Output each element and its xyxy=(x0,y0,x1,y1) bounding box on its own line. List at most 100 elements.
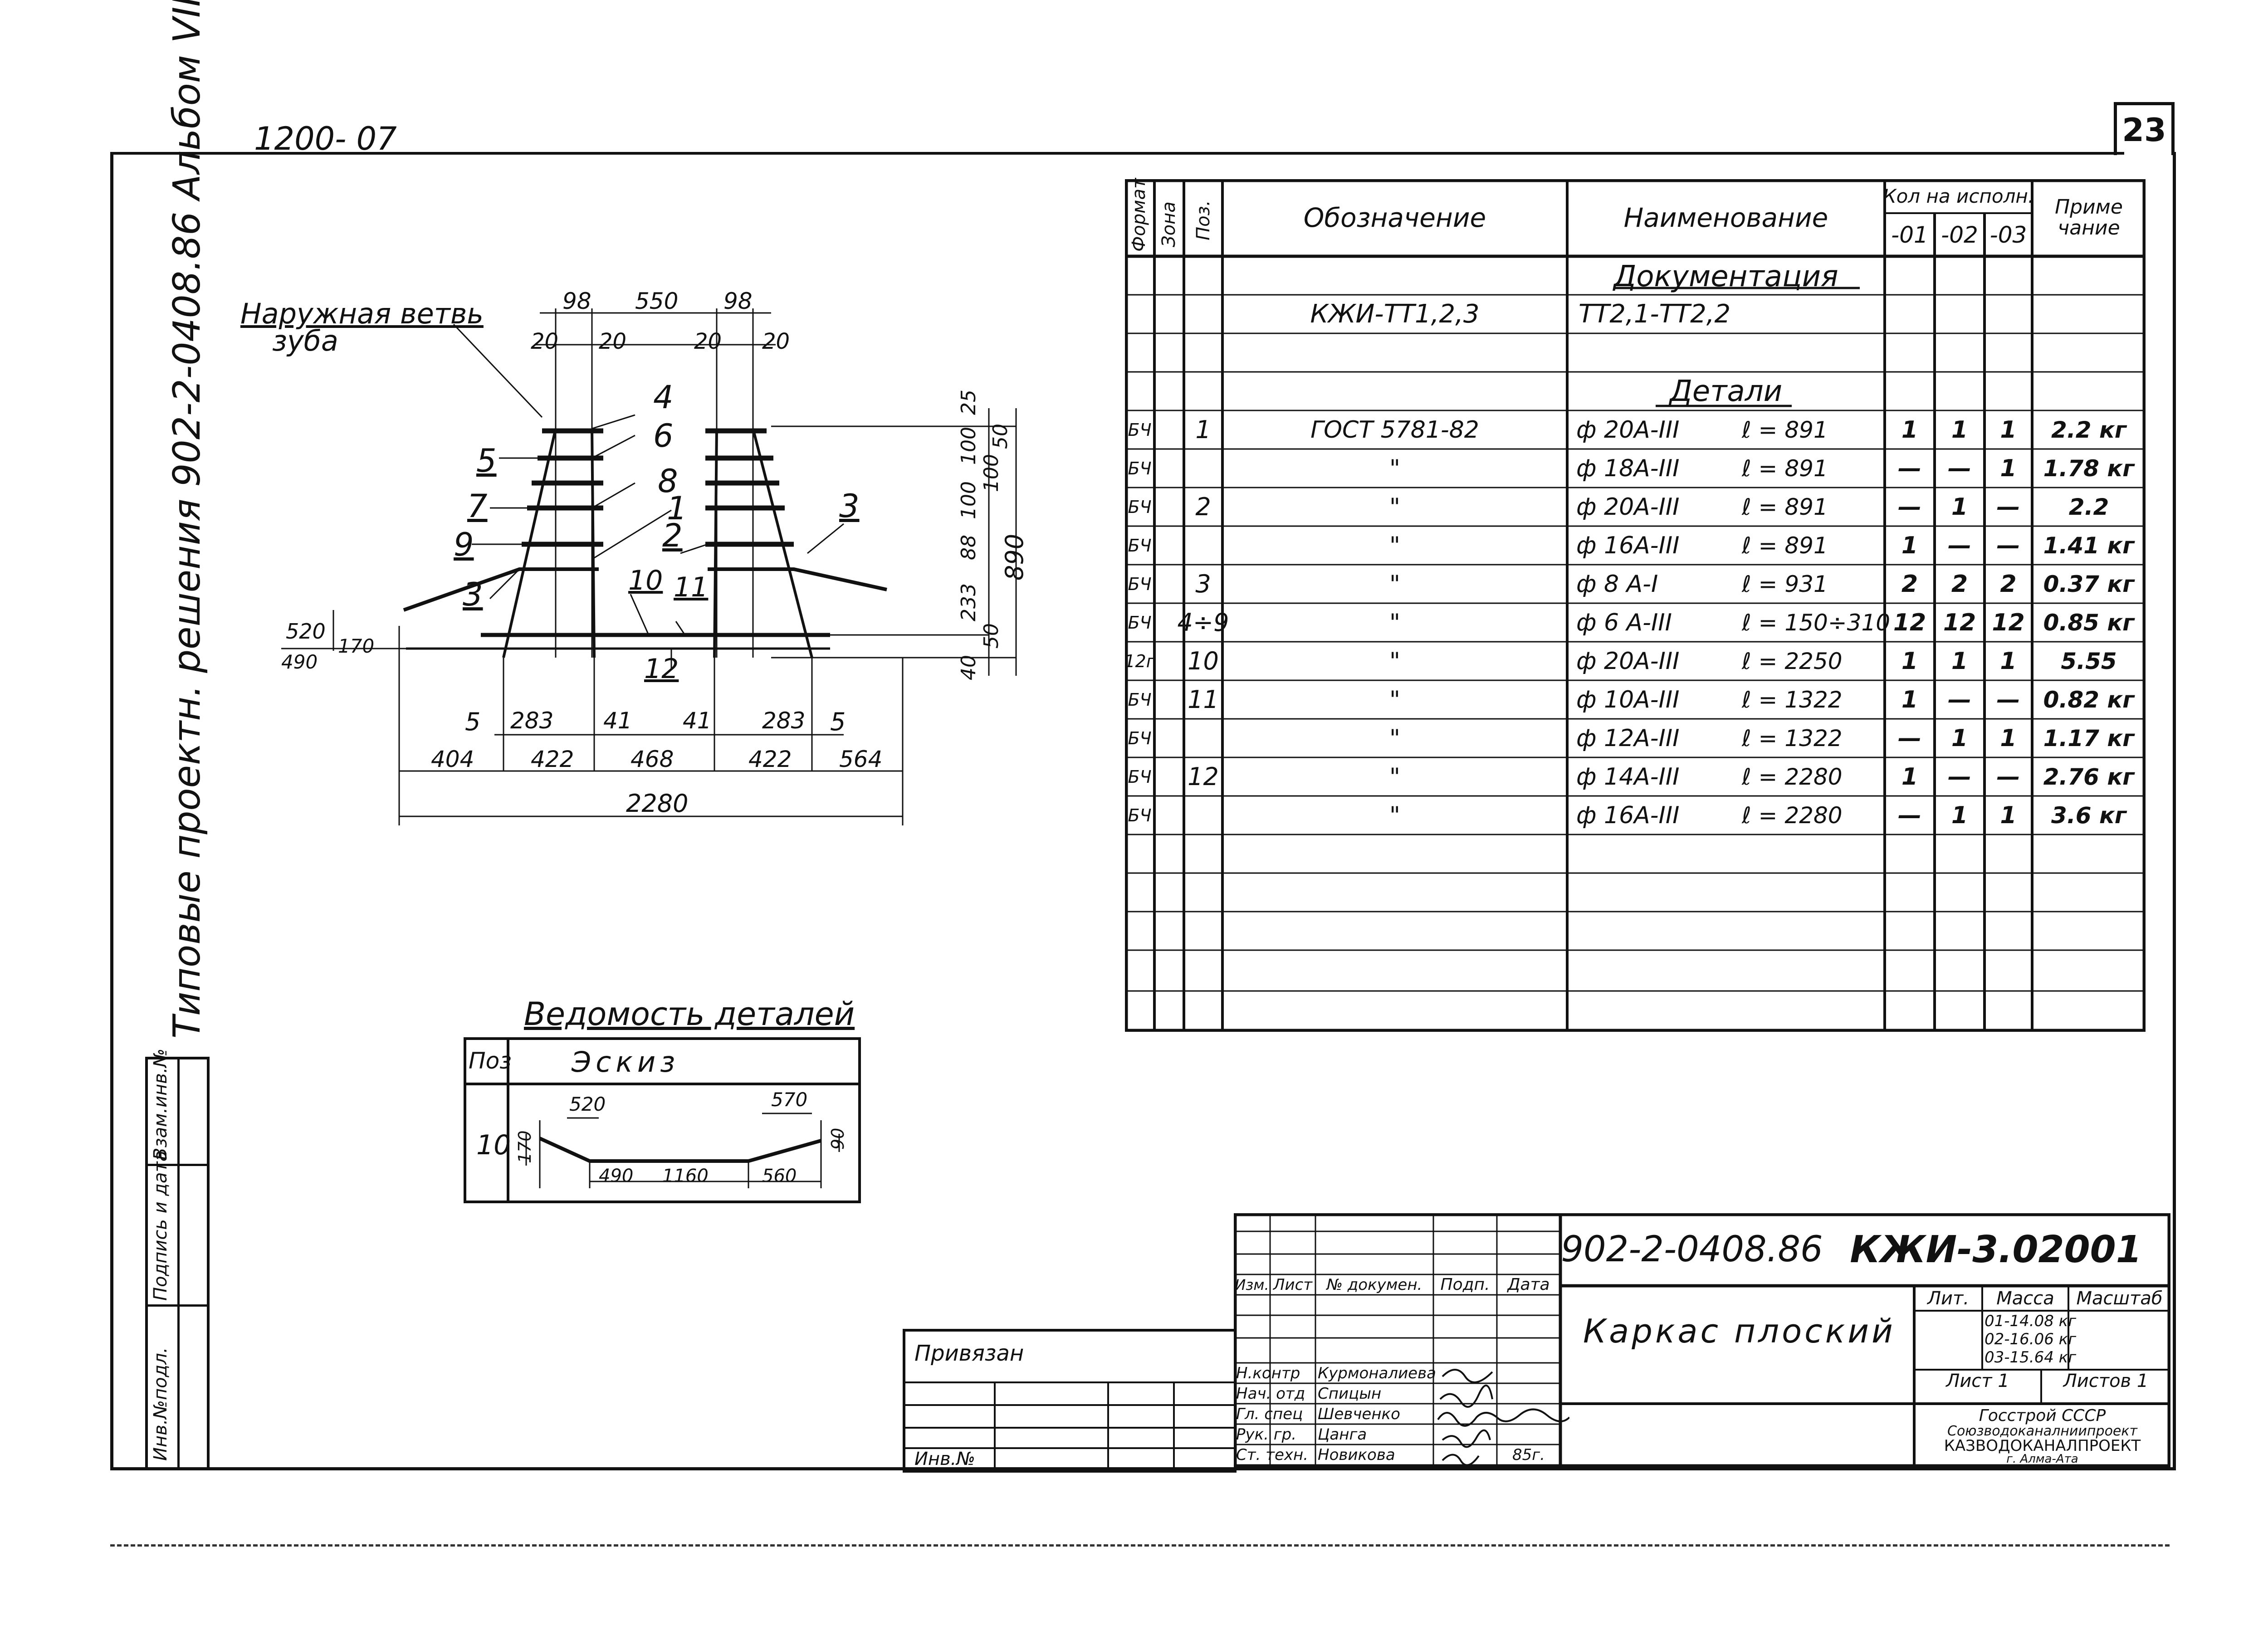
spec-row-q2: 1 xyxy=(1951,724,1968,752)
spec-row-q2: — xyxy=(1948,686,1971,713)
spec-grid xyxy=(1125,179,2146,1032)
tb-role-4: Ст. техн. xyxy=(1236,1445,1309,1464)
spec-row-pos xyxy=(1184,796,1222,835)
spec-row-note: 1.78 кг xyxy=(2043,455,2135,482)
details-col-sketch: Эскиз xyxy=(572,1045,680,1079)
tb-mass-2: 02-16.06 кг xyxy=(1984,1330,2077,1348)
tb-name-2: Шевченко xyxy=(1318,1405,1400,1423)
signature-scribbles xyxy=(1437,1369,1569,1466)
label-7: 7 xyxy=(467,488,488,525)
det-dim-90: 90 xyxy=(828,1127,848,1150)
bdim2-422-right: 422 xyxy=(748,746,792,772)
spec-row-designation: " xyxy=(1389,570,1400,598)
spec-row-q1: 12 xyxy=(1893,609,1926,636)
spec-row-designation: " xyxy=(1389,454,1400,482)
top-dim-20-d: 20 xyxy=(762,329,790,354)
spec-row-q1: — xyxy=(1898,724,1921,752)
spec-doc-designation: КЖИ-ТТ1,2,3 xyxy=(1310,299,1480,329)
tb-org4: г. Алма-Ата xyxy=(2006,1452,2078,1466)
album-text: Типовые проектн. решения 902-2-0408.86 А… xyxy=(166,0,209,1039)
top-dim-20-b: 20 xyxy=(599,329,627,354)
spec-row-note: 3.6 кг xyxy=(2051,802,2127,829)
bdim2-422-left: 422 xyxy=(531,746,574,772)
spec-h-format: Формат xyxy=(1129,178,1149,252)
bdim1-41-left: 41 xyxy=(603,708,632,734)
spec-row-designation: " xyxy=(1389,801,1400,829)
top-dim-20-a: 20 xyxy=(531,329,559,354)
tb-name-4: Новикова xyxy=(1318,1445,1395,1464)
spec-row-q2: 1 xyxy=(1951,416,1968,444)
spec-row-designation: " xyxy=(1389,493,1400,521)
tb-role-3: Рук. гр. xyxy=(1236,1425,1297,1444)
spec-row-q3: 12 xyxy=(1992,609,2025,636)
rdim-100-b: 100 xyxy=(980,454,1003,492)
spec-row-length: ℓ = 1322 xyxy=(1742,686,1843,713)
tb-org3: КАЗВОДОКАНАЛПРОЕКТ xyxy=(1944,1437,2141,1455)
privyazan-block: Привязан Инв.№ xyxy=(903,1329,1237,1473)
spec-row-note: 0.82 кг xyxy=(2043,686,2135,713)
tb-lit: Лит. xyxy=(1927,1288,1970,1309)
bdim1-283-left: 283 xyxy=(510,708,554,734)
sheet-top-line xyxy=(110,152,2124,155)
tb-org2: Союзводоканалниипроект xyxy=(1947,1423,2137,1439)
spec-row-q1: — xyxy=(1898,493,1921,521)
spec-row-q1: 1 xyxy=(1901,532,1918,559)
spec-row-name: ф 20А-III xyxy=(1576,493,1680,521)
spec-row-note: 1.41 кг xyxy=(2043,532,2135,559)
spec-row-format: БЧ xyxy=(1128,574,1152,594)
spec-h-qty: Кол на исполн. xyxy=(1882,185,2034,207)
spec-section-docs: Документация xyxy=(1613,260,1838,293)
spec-row-q1: 1 xyxy=(1901,686,1918,713)
title-block: 902-2-0408.86 КЖИ-3.02001 Каркас плоский… xyxy=(1234,1213,2170,1467)
bdim1-5-left: 5 xyxy=(465,708,481,736)
rdim-25: 25 xyxy=(957,390,980,415)
spec-table: Формат Зона Поз. Обозначение Наименовани… xyxy=(1124,178,2146,1032)
spec-row-note: 5.55 xyxy=(2061,648,2117,674)
tb-date-4: 85г. xyxy=(1512,1445,1545,1464)
ldim-170: 170 xyxy=(338,635,375,657)
label-12: 12 xyxy=(644,653,679,685)
spec-row-q2: — xyxy=(1948,454,1971,482)
spec-row-name: ф 16А-III xyxy=(1576,801,1680,829)
spec-h-pos: Поз. xyxy=(1193,200,1214,240)
bdim2-404: 404 xyxy=(431,746,474,772)
spec-row-q1: — xyxy=(1898,801,1921,829)
det-dim-1160: 1160 xyxy=(662,1166,709,1186)
tb-role-1: Нач. отд xyxy=(1236,1384,1305,1403)
tb-name-1: Спицын xyxy=(1318,1384,1382,1403)
spec-row-pos: 1 xyxy=(1195,415,1211,444)
label-2: 2 xyxy=(662,517,683,554)
details-title: Ведомость деталей xyxy=(524,996,855,1033)
tb-h-date: Дата xyxy=(1507,1275,1550,1294)
spec-row-q2: 1 xyxy=(1951,647,1968,675)
spec-row-name: ф 18А-III xyxy=(1576,454,1680,482)
spec-h-designation: Обозначение xyxy=(1303,202,1486,233)
tb-org1: Госстрой СССР xyxy=(1979,1406,2106,1425)
spec-row-q3: 2 xyxy=(2000,570,2017,598)
spec-row-format: БЧ xyxy=(1128,728,1152,748)
tb-scale: Масштаб xyxy=(2076,1288,2163,1309)
tb-h-sign: Подп. xyxy=(1440,1275,1490,1294)
spec-row-length: ℓ = 891 xyxy=(1742,416,1828,443)
spec-row-designation: " xyxy=(1389,532,1400,559)
tb-h-izm: Изм. xyxy=(1235,1276,1269,1293)
tb-name-0: Курмоналиева xyxy=(1318,1364,1436,1382)
spec-row-designation: " xyxy=(1389,724,1400,752)
spec-row-format: БЧ xyxy=(1128,458,1152,478)
spec-row-q3: 1 xyxy=(2000,801,2017,829)
label-8: 8 xyxy=(658,463,678,500)
label-10: 10 xyxy=(628,565,663,596)
spec-row-length: ℓ = 2280 xyxy=(1742,802,1843,829)
rdim-50: 50 xyxy=(989,424,1012,449)
spec-row-q2: 1 xyxy=(1951,493,1968,521)
spec-row-name: ф 12А-III xyxy=(1576,724,1680,752)
det-dim-560: 560 xyxy=(762,1166,797,1186)
spec-row-format: БЧ xyxy=(1128,689,1152,710)
tb-doc-code: 902-2-0408.86 xyxy=(1561,1229,1823,1270)
spec-row-format: БЧ xyxy=(1128,766,1152,787)
spec-row-length: ℓ = 2250 xyxy=(1742,648,1843,674)
spec-row-length: ℓ = 150÷310 xyxy=(1742,609,1891,636)
label-3-right: 3 xyxy=(839,488,860,525)
rdim-88: 88 xyxy=(957,535,980,560)
spec-row-note: 2.2 xyxy=(2068,493,2109,520)
